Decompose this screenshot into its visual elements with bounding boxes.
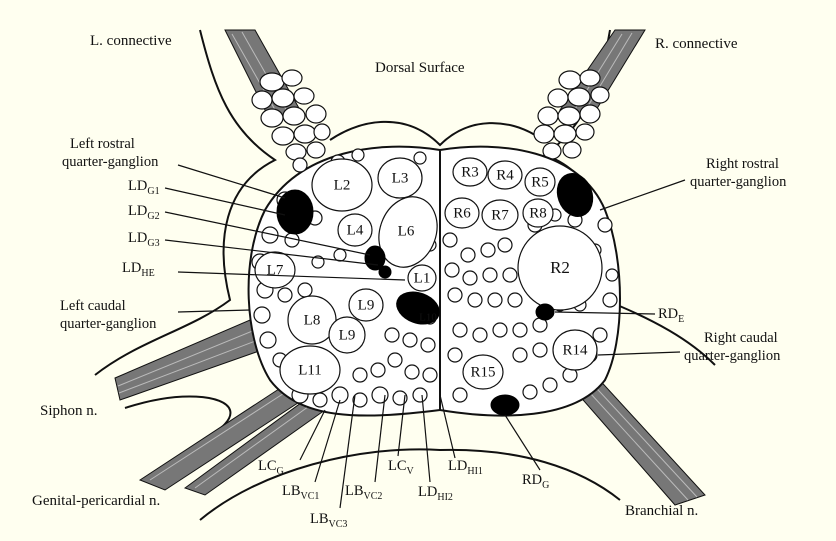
neuron-r2: R2 bbox=[518, 226, 602, 310]
right-rostral-label-2: quarter-ganglion bbox=[690, 174, 787, 190]
ldg2-label: LDG2 bbox=[128, 203, 160, 222]
neuron-r5: R5 bbox=[525, 168, 555, 196]
lbvc1-label: LBVC1 bbox=[282, 483, 319, 502]
neuron-r8: R8 bbox=[523, 199, 553, 227]
neuron-l2: L2 bbox=[312, 159, 372, 211]
neuron-l1-label: L1 bbox=[414, 270, 431, 286]
genital-pericardial-nerve-label: Genital-pericardial n. bbox=[32, 493, 160, 509]
right-caudal-label-1: Right caudal bbox=[704, 330, 778, 346]
neuron-r3-label: R3 bbox=[461, 164, 479, 180]
neuron-r4-label: R4 bbox=[496, 167, 514, 183]
left-caudal-label-1: Left caudal bbox=[60, 298, 126, 314]
left-connective-cells bbox=[252, 70, 330, 160]
neuron-l10-label: L10 bbox=[419, 312, 437, 324]
neuron-l1: L1 bbox=[408, 265, 436, 291]
right-rostral-label-1: Right rostral bbox=[706, 156, 779, 172]
right-connective-cells bbox=[534, 70, 609, 159]
dorsal-surface-label: Dorsal Surface bbox=[375, 60, 465, 76]
neuron-l9b: L9 bbox=[329, 317, 365, 353]
neuron-l9-label: L9 bbox=[358, 297, 375, 313]
ldhe-label: LDHE bbox=[122, 260, 155, 279]
neuron-l4: L4 bbox=[338, 214, 372, 246]
neuron-l9: L9 bbox=[349, 289, 383, 321]
neuron-l3-label: L3 bbox=[392, 170, 409, 186]
ldhi1-label: LDHI1 bbox=[448, 458, 483, 477]
neuron-l3: L3 bbox=[378, 158, 422, 198]
neuron-r4: R4 bbox=[488, 161, 522, 189]
neuron-r7: R7 bbox=[482, 200, 518, 230]
branchial-nerve-label: Branchial n. bbox=[625, 503, 698, 519]
left-connective-label: L. connective bbox=[90, 33, 172, 49]
neuron-l6-label: L6 bbox=[398, 223, 415, 239]
neuron-l4-label: L4 bbox=[347, 222, 364, 238]
right-connective-label: R. connective bbox=[655, 36, 738, 52]
neuron-l7: L7 bbox=[255, 252, 295, 288]
neuron-r2-label: R2 bbox=[550, 258, 570, 277]
neuron-r15: R15 bbox=[463, 355, 503, 389]
ldg1-label: LDG1 bbox=[128, 178, 160, 197]
left-caudal-label-2: quarter-ganglion bbox=[60, 316, 157, 332]
dorsal-arch bbox=[330, 122, 535, 145]
lcg-label: LCG bbox=[258, 458, 284, 477]
neuron-l8-label: L8 bbox=[304, 312, 321, 328]
neuron-r6-label: R6 bbox=[453, 205, 471, 221]
neuron-l2-label: L2 bbox=[334, 177, 351, 193]
neuron-r15-label: R15 bbox=[470, 364, 495, 380]
siphon-nerve bbox=[115, 320, 262, 400]
neuron-l11-label: L11 bbox=[298, 362, 322, 378]
right-caudal-label-2: quarter-ganglion bbox=[684, 348, 781, 364]
ldhi2-label: LDHI2 bbox=[418, 484, 453, 503]
neuron-r7-label: R7 bbox=[491, 207, 509, 223]
left-rostral-label-1: Left rostral bbox=[70, 136, 135, 152]
lcv-label: LCV bbox=[388, 458, 415, 477]
neuron-r3: R3 bbox=[453, 158, 487, 186]
rdg-label: RDG bbox=[522, 472, 549, 491]
lbvc3-label: LBVC3 bbox=[310, 511, 347, 530]
left-rostral-label-2: quarter-ganglion bbox=[62, 154, 159, 170]
neuron-l11: L11 bbox=[280, 346, 340, 394]
lbvc2-label: LBVC2 bbox=[345, 483, 382, 502]
ldg3-label: LDG3 bbox=[128, 230, 160, 249]
neuron-r8-label: R8 bbox=[529, 205, 547, 221]
neuron-l9b-label: L9 bbox=[339, 327, 356, 343]
neuron-r14: R14 bbox=[553, 330, 597, 370]
neuron-r14-label: R14 bbox=[562, 342, 588, 358]
rde-label: RDE bbox=[658, 306, 684, 325]
neuron-r6: R6 bbox=[445, 198, 479, 228]
siphon-nerve-label: Siphon n. bbox=[40, 403, 98, 419]
neuron-r5-label: R5 bbox=[531, 174, 549, 190]
